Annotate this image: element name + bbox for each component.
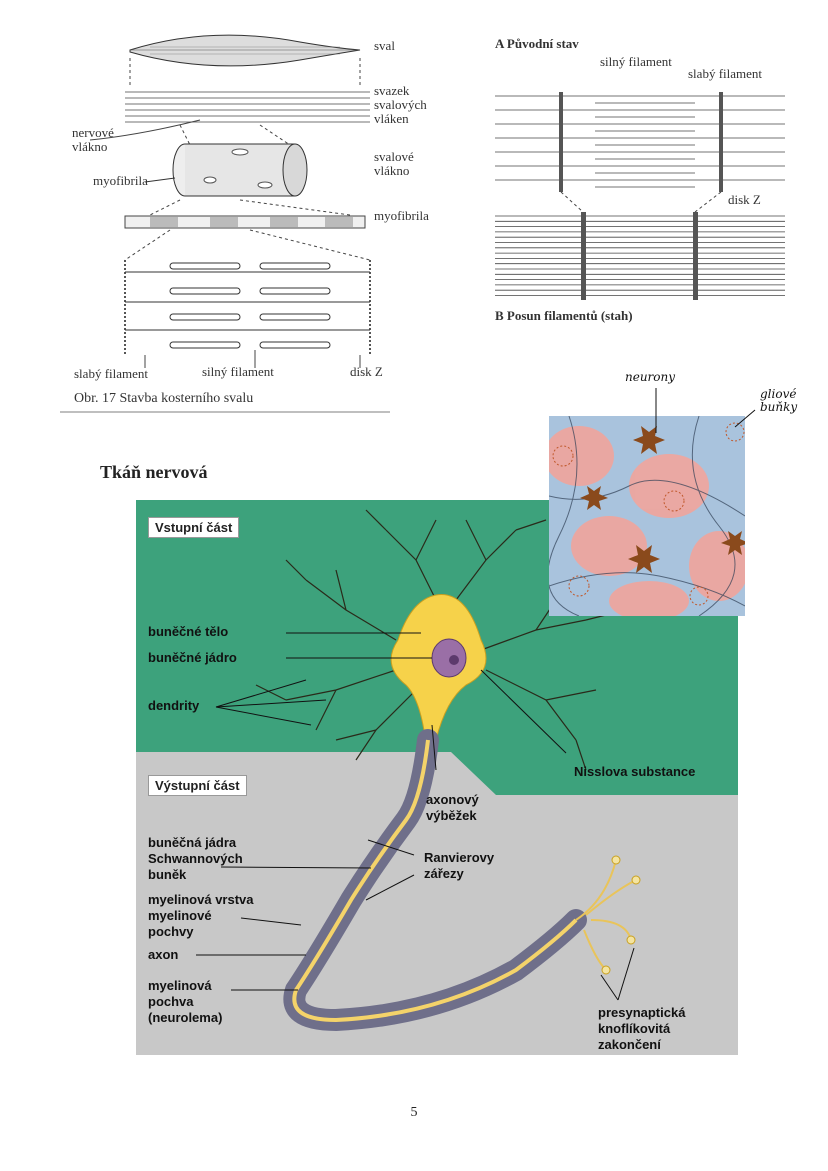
label-schwann-nuclei: buněčná jádra Schwannových buněk <box>148 835 243 882</box>
label-ranvier-nodes: Ranvierovy zářezy <box>424 850 495 881</box>
label-svalove-vlakno: svalové vlákno <box>374 149 414 178</box>
label-myofibrila-right: myofibrila <box>374 208 429 223</box>
label-presynaptic-terminals: presynaptická knoflíkovitá zakončení <box>598 1005 686 1052</box>
label-sval: sval <box>374 38 395 53</box>
output-part-label: Výstupní část <box>148 775 247 796</box>
note-neurons: neurony <box>625 370 676 384</box>
section-heading: Tkáň nervová <box>100 462 208 482</box>
filament-title-b: B Posun filamentů (stah) <box>495 308 633 323</box>
label-axon-hillock: axonový výběžek <box>426 792 479 823</box>
filament-label-slaby: slabý filament <box>688 66 763 81</box>
filament-label-silny: silný filament <box>600 54 672 69</box>
label-myelin-layer: myelinová vrstva myelinové pochvy <box>148 892 254 939</box>
page-number: 5 <box>410 1105 418 1120</box>
label-disk-z: disk Z <box>350 364 383 379</box>
label-svazek: svazek svalových vláken <box>374 83 427 126</box>
note-pointers <box>655 388 756 433</box>
label-nissl-substance: Nisslova substance <box>574 764 696 779</box>
label-dendrites: dendrity <box>148 698 200 713</box>
muscle-structure-figure <box>60 34 390 413</box>
micrograph-image <box>549 416 745 616</box>
label-cell-nucleus: buněčné jádro <box>148 650 237 665</box>
label-silny-filament: silný filament <box>202 364 274 379</box>
label-slaby-filament: slabý filament <box>74 366 149 381</box>
label-nervove-vlakno: nervové vlákno <box>72 125 114 154</box>
figure-caption: Obr. 17 Stavba kosterního svalu <box>74 391 254 406</box>
label-cell-body: buněčné tělo <box>148 624 229 639</box>
input-part-label: Vstupní část <box>148 517 240 538</box>
label-myelin-sheath: myelinová pochva (neurolema) <box>148 978 223 1025</box>
filament-sliding-figure <box>495 92 785 300</box>
note-glia: gliové buňky <box>760 387 798 414</box>
label-axon: axon <box>148 947 179 962</box>
filament-title-a: A Původní stav <box>495 36 579 51</box>
filament-label-disk-z: disk Z <box>728 192 761 207</box>
label-myofibrila-left: myofibrila <box>93 173 148 188</box>
